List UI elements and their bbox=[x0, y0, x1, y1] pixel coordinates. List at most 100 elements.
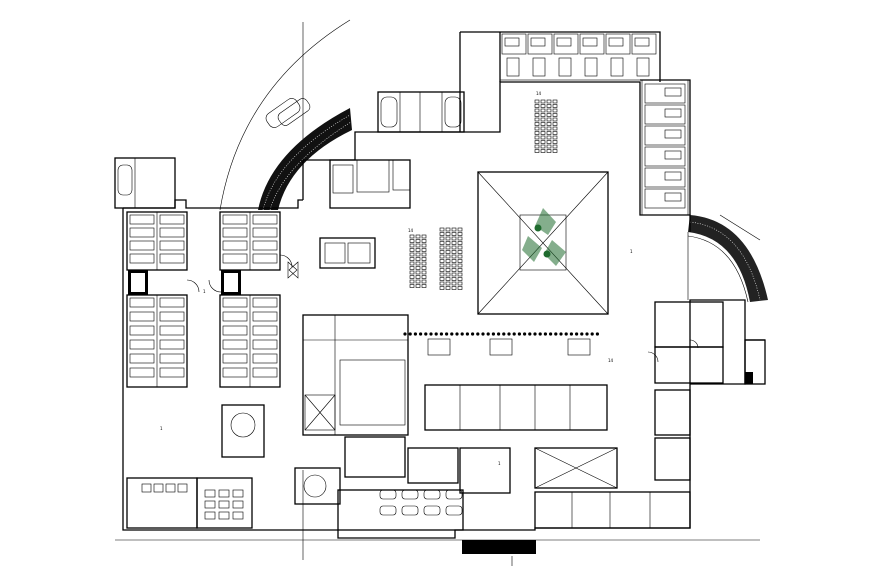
desk-icon bbox=[232, 511, 244, 520]
seat-icon bbox=[421, 257, 427, 261]
seat-icon bbox=[457, 245, 463, 250]
vehicle-icon bbox=[423, 505, 441, 516]
chair-icon bbox=[564, 332, 568, 336]
seat-icon bbox=[439, 250, 445, 254]
bed-icon bbox=[159, 325, 185, 336]
seat-icon bbox=[451, 254, 457, 259]
seat-icon bbox=[445, 286, 451, 290]
seat-icon bbox=[445, 232, 451, 236]
central-offices bbox=[302, 159, 411, 436]
seat-icon bbox=[546, 104, 552, 108]
chair-icon bbox=[549, 332, 553, 336]
seat-icon bbox=[451, 250, 457, 254]
chair-icon bbox=[491, 332, 495, 336]
chair-icon bbox=[590, 332, 594, 336]
seat-icon bbox=[546, 144, 552, 149]
desk-icon bbox=[153, 483, 164, 493]
seat-icon bbox=[451, 227, 457, 232]
seat-icon bbox=[409, 239, 415, 243]
patient-room bbox=[644, 188, 686, 209]
seat-icon bbox=[546, 122, 552, 126]
seat-icon bbox=[457, 268, 463, 272]
bed-icon bbox=[634, 37, 650, 47]
curved-canopy-right bbox=[687, 215, 768, 303]
patient-room bbox=[644, 125, 686, 146]
chair-icon bbox=[533, 332, 537, 336]
seat-icon bbox=[409, 261, 415, 266]
seat-icon bbox=[534, 108, 540, 113]
chair-icon bbox=[580, 332, 584, 336]
seat-icon bbox=[457, 277, 463, 281]
bed-icon bbox=[159, 367, 185, 378]
vehicle-icon bbox=[445, 505, 463, 516]
bottom-left-rooms bbox=[126, 404, 464, 531]
seat-icon bbox=[534, 113, 540, 117]
chair-icon bbox=[439, 332, 443, 336]
chair-icon bbox=[434, 332, 438, 336]
chair-icon bbox=[554, 332, 558, 336]
chair-icon bbox=[465, 332, 469, 336]
seating-cluster bbox=[567, 338, 591, 356]
seat-icon bbox=[457, 259, 463, 263]
seat-icon bbox=[439, 277, 445, 281]
seat-icon bbox=[409, 284, 415, 288]
bed-icon bbox=[222, 297, 248, 308]
bed-icon bbox=[608, 37, 624, 47]
seat-icon bbox=[415, 248, 421, 252]
chair-icon bbox=[523, 332, 527, 336]
chair-icon bbox=[585, 332, 589, 336]
lower-departments bbox=[344, 301, 724, 529]
bed-icon bbox=[556, 37, 572, 47]
patient-room bbox=[644, 104, 686, 125]
seat-icon bbox=[421, 239, 427, 243]
seat-icon bbox=[552, 149, 558, 153]
bathroom bbox=[610, 57, 624, 77]
seat-icon bbox=[546, 149, 552, 153]
seat-icon bbox=[421, 243, 427, 248]
parked-car-icon bbox=[265, 98, 311, 128]
seat-icon bbox=[552, 144, 558, 149]
patient-room bbox=[605, 33, 631, 55]
seat-icon bbox=[552, 104, 558, 108]
seat-icon bbox=[409, 275, 415, 279]
seat-icon bbox=[445, 236, 451, 241]
seat-icon bbox=[451, 241, 457, 245]
seat-icon bbox=[421, 279, 427, 284]
seat-icon bbox=[540, 126, 546, 131]
seat-icon bbox=[439, 241, 445, 245]
room-tags: 14 14 14 1 1 1 1 bbox=[160, 91, 633, 466]
seat-icon bbox=[457, 236, 463, 241]
bed-icon bbox=[222, 311, 248, 322]
vehicle-icon bbox=[401, 489, 419, 500]
seat-icon bbox=[451, 232, 457, 236]
seat-icon bbox=[546, 99, 552, 104]
bed-icon bbox=[252, 367, 278, 378]
seat-icon bbox=[409, 243, 415, 248]
svg-text:14: 14 bbox=[536, 91, 542, 96]
bed-icon bbox=[664, 108, 682, 118]
bed-icon bbox=[222, 240, 248, 251]
bed-icon bbox=[664, 129, 682, 139]
seat-icon bbox=[552, 126, 558, 131]
seat-icon bbox=[451, 268, 457, 272]
patient-room bbox=[644, 83, 686, 104]
seat-icon bbox=[421, 270, 427, 275]
seat-icon bbox=[439, 268, 445, 272]
seat-icon bbox=[445, 263, 451, 268]
seat-icon bbox=[540, 99, 546, 104]
bathroom bbox=[558, 57, 572, 77]
courtyard-plants-icon bbox=[522, 208, 566, 266]
bathroom bbox=[584, 57, 598, 77]
seat-icon bbox=[457, 250, 463, 254]
seat-icon bbox=[546, 108, 552, 113]
desk-icon bbox=[204, 500, 216, 509]
chair-icon bbox=[419, 332, 423, 336]
seat-icon bbox=[457, 232, 463, 236]
chair-icon bbox=[575, 332, 579, 336]
chair-icon bbox=[460, 332, 464, 336]
chair-icon bbox=[455, 332, 459, 336]
seat-icon bbox=[439, 259, 445, 263]
chair-icon bbox=[512, 332, 516, 336]
patient-room bbox=[501, 33, 527, 55]
chair-icon bbox=[569, 332, 574, 336]
